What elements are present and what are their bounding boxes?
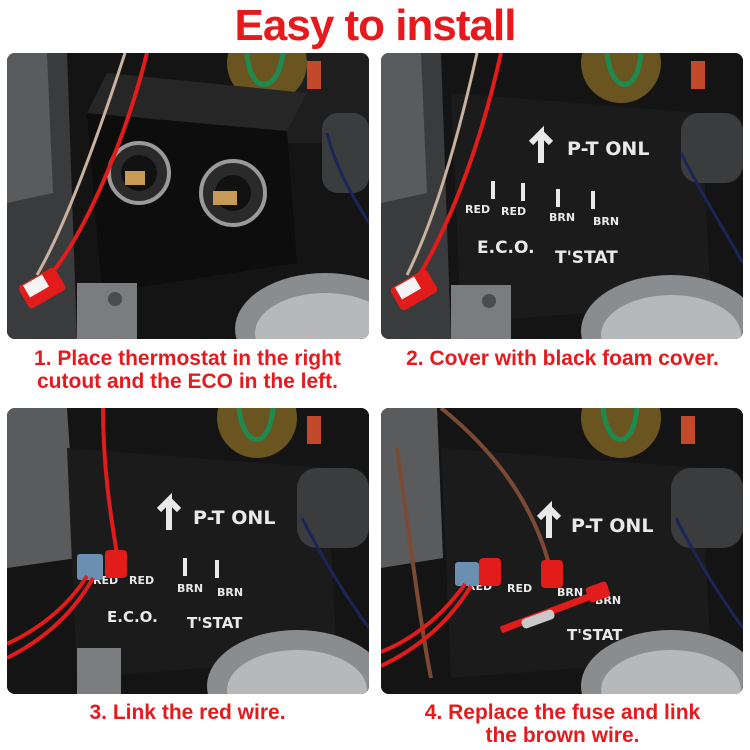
- cover-tstat: T'STAT: [555, 248, 618, 268]
- cover-brn2: BRN: [593, 215, 619, 228]
- step-3-caption-line1: 3. Link the red wire.: [89, 701, 286, 724]
- cover-pt-label: P-T ONL: [571, 515, 653, 537]
- step-1-caption-line1: 1. Place thermostat in the right: [34, 347, 341, 370]
- cover-pt-label: P-T ONL: [193, 507, 275, 529]
- cover-red2: RED: [507, 582, 532, 595]
- cover-eco: E.C.O.: [477, 238, 535, 258]
- step-4-caption-line2: the brown wire.: [485, 724, 640, 747]
- step-4-illustration: P-T ONL RED RED BRN BRN T'STAT: [381, 408, 743, 694]
- step-1-illustration: [7, 53, 369, 339]
- cover-brn1: BRN: [557, 586, 583, 599]
- step-4-photo: P-T ONL RED RED BRN BRN T'STAT: [381, 408, 743, 694]
- cover-pt-label: P-T ONL: [567, 138, 649, 160]
- step-3-illustration: P-T ONL RED RED BRN BRN E.C.O. T'STAT: [7, 408, 369, 694]
- step-2-illustration: P-T ONL RED RED BRN BRN E.C.O. T'STAT: [381, 53, 743, 339]
- step-1-caption: 1. Place thermostat in the right cutout …: [0, 347, 375, 393]
- cover-brn1: BRN: [549, 211, 575, 224]
- step-3-photo: P-T ONL RED RED BRN BRN E.C.O. T'STAT: [7, 408, 369, 694]
- cover-red2: RED: [129, 574, 154, 587]
- cover-brn1: BRN: [177, 582, 203, 595]
- cover-eco: E.C.O.: [107, 608, 158, 626]
- cover-red2: RED: [501, 205, 526, 218]
- step-3-caption: 3. Link the red wire.: [0, 701, 375, 724]
- step-1-caption-line2: cutout and the ECO in the left.: [37, 370, 338, 393]
- step-1-photo: [7, 53, 369, 339]
- step-4-caption-line1: 4. Replace the fuse and link: [424, 701, 701, 724]
- step-2-caption-line1: 2. Cover with black foam cover.: [406, 347, 719, 370]
- page-title: Easy to install: [234, 1, 517, 50]
- cover-tstat: T'STAT: [187, 614, 243, 632]
- step-4-caption: 4. Replace the fuse and link the brown w…: [375, 701, 750, 747]
- cover-tstat: T'STAT: [567, 626, 623, 644]
- step-2-caption: 2. Cover with black foam cover.: [375, 347, 750, 370]
- step-2-photo: P-T ONL RED RED BRN BRN E.C.O. T'STAT: [381, 53, 743, 339]
- cover-brn2: BRN: [217, 586, 243, 599]
- cover-red1: RED: [465, 203, 490, 216]
